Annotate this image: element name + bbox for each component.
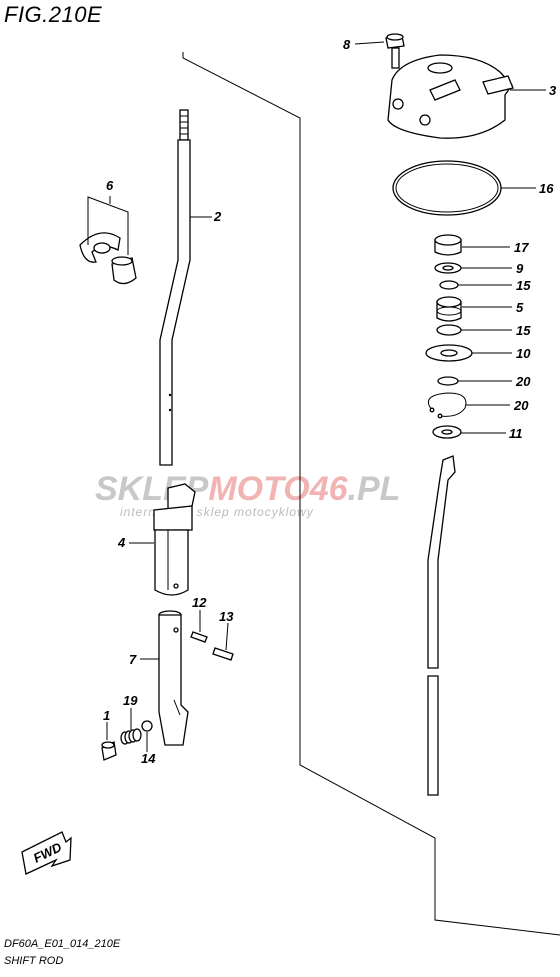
part-6-clip-bushing — [79, 232, 137, 285]
callout-9: 9 — [516, 261, 524, 276]
callout-8: 8 — [343, 37, 351, 52]
callout-4: 4 — [117, 535, 126, 550]
part-15-o-ring-lower — [437, 376, 459, 386]
part-4-rod-holder — [153, 483, 196, 596]
callout-18: 17 — [514, 240, 529, 255]
part-7-lower-rod — [158, 610, 189, 746]
watermark-brand-part4: .PL — [348, 470, 401, 508]
svg-text:SKLEPMOTO46.PL: SKLEPMOTO46.PL — [95, 470, 400, 508]
part-17-o-ring — [392, 160, 502, 216]
callout-20: 20 — [513, 398, 529, 413]
callout-15-upper: 15 — [516, 278, 531, 293]
part-19-spring — [120, 728, 142, 745]
part-12-pin — [190, 631, 208, 643]
callout-7: 7 — [129, 652, 137, 667]
part-16-o-ring — [436, 324, 462, 336]
part-14-ball — [141, 720, 153, 732]
callout-12: 12 — [192, 595, 207, 610]
part-2-shift-rod — [159, 109, 191, 466]
figure-title: FIG.210E — [4, 2, 103, 27]
callout-19: 19 — [123, 693, 138, 708]
callout-15-lower: 20 — [515, 374, 531, 389]
part-5-seal — [436, 296, 462, 322]
figure-name: SHIFT ROD — [4, 955, 64, 967]
watermark-tagline: internetowy sklep motocyklowy — [120, 505, 314, 519]
part-10-plate-washer — [425, 344, 473, 362]
fwd-arrow-icon: FWD — [21, 831, 72, 875]
figure-model-code: DF60A_E01_014_210E — [4, 938, 121, 950]
part-20-circlip — [428, 392, 467, 417]
part-15-o-ring-upper — [439, 280, 459, 290]
callouts: 8 3 16 17 9 15 5 15 10 20 20 11 2 6 4 7 — [87, 37, 557, 766]
part-3-cover — [387, 54, 514, 139]
watermark: SKLEPMOTO46.PL internetowy sklep motocyk… — [95, 470, 400, 519]
callout-10: 10 — [516, 346, 531, 361]
callout-1: 1 — [103, 708, 110, 723]
shift-rod-right — [427, 455, 456, 796]
part-18-bushing — [434, 234, 462, 256]
callout-2: 2 — [213, 209, 222, 224]
part-9-washer — [434, 262, 462, 274]
watermark-brand-part2: MOTO — [208, 470, 309, 508]
callout-13: 13 — [219, 609, 234, 624]
part-11-washer — [432, 425, 462, 439]
callout-14: 14 — [141, 751, 156, 766]
watermark-brand-part3: 46 — [309, 470, 349, 508]
callout-16: 15 — [516, 323, 531, 338]
part-1-cap — [101, 741, 117, 761]
callout-3: 3 — [549, 83, 557, 98]
callout-6: 6 — [106, 178, 114, 193]
callout-11: 11 — [509, 426, 523, 441]
part-13-pin — [212, 647, 234, 661]
part-8-bolt — [385, 33, 405, 69]
callout-17: 16 — [539, 181, 554, 196]
assembly-frame — [182, 52, 560, 936]
callout-5: 5 — [516, 300, 524, 315]
